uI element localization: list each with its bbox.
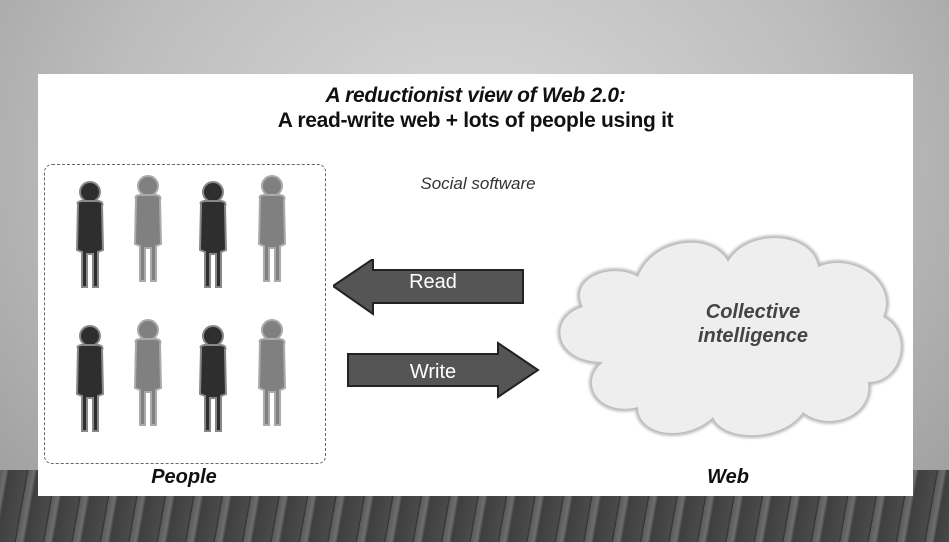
person-dark-icon <box>199 325 227 432</box>
collective-intelligence-label: Collective intelligence <box>628 300 878 348</box>
left-arrow-icon <box>333 259 524 316</box>
right-arrow-icon <box>347 341 540 399</box>
web-label: Web <box>707 466 749 488</box>
person-dark-icon <box>76 181 104 288</box>
person-light-icon <box>134 319 162 426</box>
slide: A reductionist view of Web 2.0: A read-w… <box>38 74 913 496</box>
slide-title-line2: A read-write web + lots of people using … <box>277 109 674 132</box>
read-arrow-label: Read <box>409 271 457 293</box>
write-arrow-label: Write <box>409 361 457 383</box>
people-figures <box>76 175 286 432</box>
person-light-icon <box>258 319 286 426</box>
people-label: People <box>151 466 217 488</box>
cloud-label-line1: Collective <box>705 301 801 323</box>
read-write-arrows <box>333 259 540 399</box>
slide-title-line1: A reductionist view of Web 2.0: <box>325 84 626 107</box>
person-light-icon <box>134 175 162 282</box>
people-group-box <box>44 164 326 464</box>
cloud-icon <box>557 235 904 439</box>
person-dark-icon <box>199 181 227 288</box>
person-dark-icon <box>76 325 104 432</box>
social-software-label: Social software <box>420 174 536 193</box>
cloud-label-line2: intelligence <box>697 325 809 347</box>
person-light-icon <box>258 175 286 282</box>
